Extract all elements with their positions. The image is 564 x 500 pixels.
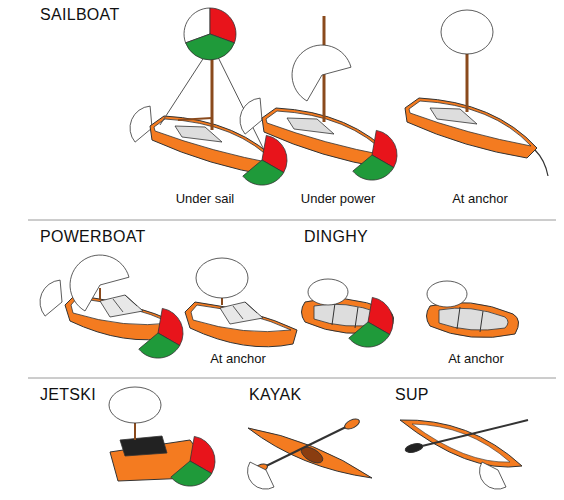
state-caption: At anchor	[450, 192, 510, 207]
category-heading: POWERBOAT	[38, 228, 148, 246]
category-heading: SAILBOAT	[38, 6, 121, 24]
category-heading: SUP	[393, 386, 431, 404]
state-caption: At anchor	[208, 352, 268, 367]
state-caption: Under sail	[174, 192, 237, 207]
category-heading: DINGHY	[302, 228, 370, 246]
category-heading: JETSKI	[38, 386, 98, 404]
state-caption: Under power	[299, 192, 377, 207]
category-heading: KAYAK	[247, 386, 303, 404]
state-caption: At anchor	[446, 352, 506, 367]
